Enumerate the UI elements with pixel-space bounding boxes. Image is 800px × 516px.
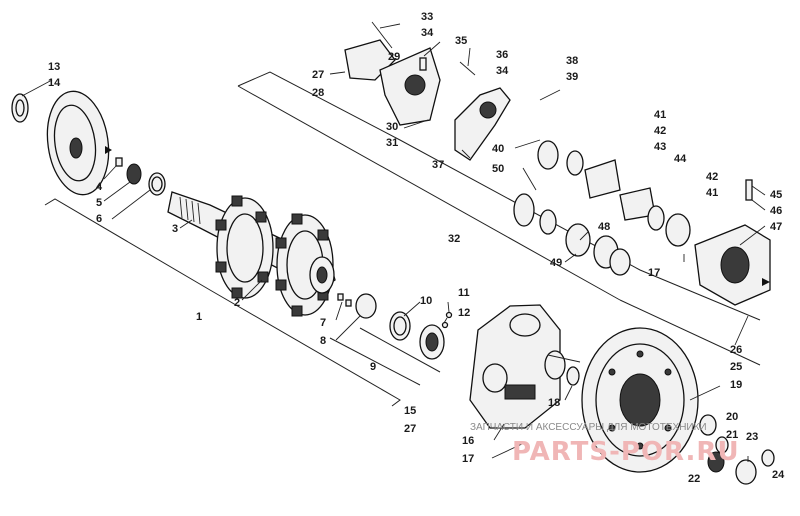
callout-14: 14 — [48, 77, 61, 89]
callout-23: 23 — [746, 431, 758, 443]
callout-18: 18 — [548, 397, 560, 409]
callout-41-right: 41 — [706, 187, 718, 199]
callout-8: 8 — [320, 335, 326, 347]
callout-45: 45 — [770, 189, 782, 201]
callout-24: 24 — [772, 469, 785, 481]
callout-50: 50 — [492, 163, 504, 175]
brake-disc — [581, 327, 699, 473]
callout-22: 22 — [688, 473, 700, 485]
callout-2: 2 — [234, 297, 240, 309]
callout-32: 32 — [448, 233, 460, 245]
callout-15: 15 — [404, 405, 416, 417]
drive-sprocket-right — [275, 213, 335, 317]
callout-34-top: 34 — [421, 27, 434, 39]
mounting-bracket — [454, 87, 511, 161]
callout-20: 20 — [726, 411, 738, 423]
callout-43: 43 — [654, 141, 666, 153]
callout-6: 6 — [96, 213, 102, 225]
callout-13: 13 — [48, 61, 60, 73]
callout-35: 35 — [455, 35, 467, 47]
callout-5: 5 — [96, 197, 102, 209]
arrow-marker — [105, 146, 112, 154]
upper-bracket-assembly — [344, 21, 476, 126]
callout-16: 16 — [462, 435, 474, 447]
callout-34-right: 34 — [496, 65, 509, 77]
pins-and-bushing — [337, 293, 377, 319]
callout-7: 7 — [320, 317, 326, 329]
callout-36: 36 — [496, 49, 508, 61]
callout-33: 33 — [421, 11, 433, 23]
grease-fitting — [745, 179, 753, 201]
callout-11: 11 — [458, 287, 470, 299]
callout-27-upper: 27 — [312, 69, 324, 81]
callout-42-top: 42 — [654, 125, 666, 137]
callout-29: 29 — [388, 51, 400, 63]
callout-40: 40 — [492, 143, 504, 155]
callout-1: 1 — [196, 311, 202, 323]
callout-10: 10 — [420, 295, 432, 307]
callout-44: 44 — [674, 153, 687, 165]
callout-labels: 13 14 4 5 6 3 2 1 7 8 9 10 11 12 15 27 1… — [48, 11, 785, 485]
callout-12: 12 — [458, 307, 470, 319]
bearing-housing — [694, 179, 771, 306]
assembly-frame-32 — [237, 71, 761, 366]
callout-48: 48 — [598, 221, 610, 233]
watermark-logo: PARTS-POR.RU — [512, 437, 740, 467]
callout-26: 26 — [730, 344, 742, 356]
bearings-and-seals — [513, 140, 691, 276]
watermark: ЗАПЧАСТИ И АКСЕССУАРЫ ДЛЯ МОТОТЕХНИКИ PA… — [470, 422, 740, 467]
pulley-hardware — [699, 414, 775, 485]
callout-49: 49 — [550, 257, 562, 269]
callout-39: 39 — [566, 71, 578, 83]
callout-42-right: 42 — [706, 171, 718, 183]
small-bearing-set — [115, 157, 166, 196]
callout-38: 38 — [566, 55, 578, 67]
callout-17-lower: 17 — [462, 453, 474, 465]
chain-case — [469, 304, 581, 429]
watermark-caption: ЗАПЧАСТИ И АКСЕССУАРЫ ДЛЯ МОТОТЕХНИКИ — [470, 422, 707, 433]
callout-46: 46 — [770, 205, 782, 217]
callout-31: 31 — [386, 137, 398, 149]
callout-41-top: 41 — [654, 109, 666, 121]
callout-25: 25 — [730, 361, 742, 373]
callout-37: 37 — [432, 159, 444, 171]
callout-4: 4 — [96, 181, 103, 193]
assembly-frame-9 — [329, 327, 441, 386]
callout-47: 47 — [770, 221, 782, 233]
callout-21: 21 — [726, 429, 738, 441]
callout-3: 3 — [172, 223, 178, 235]
callout-9: 9 — [370, 361, 376, 373]
leader-lines — [21, 23, 766, 462]
callout-27-lower: 27 — [404, 423, 416, 435]
drive-pulley-disc — [11, 90, 112, 196]
callout-19: 19 — [730, 379, 742, 391]
assembly-frame-1 — [44, 198, 401, 407]
ring-18 — [566, 366, 580, 386]
callout-28: 28 — [312, 87, 324, 99]
bearing-set-9 — [389, 311, 453, 360]
callout-17-upper: 17 — [648, 267, 660, 279]
drive-sprocket-left — [215, 195, 274, 299]
callout-30: 30 — [386, 121, 398, 133]
